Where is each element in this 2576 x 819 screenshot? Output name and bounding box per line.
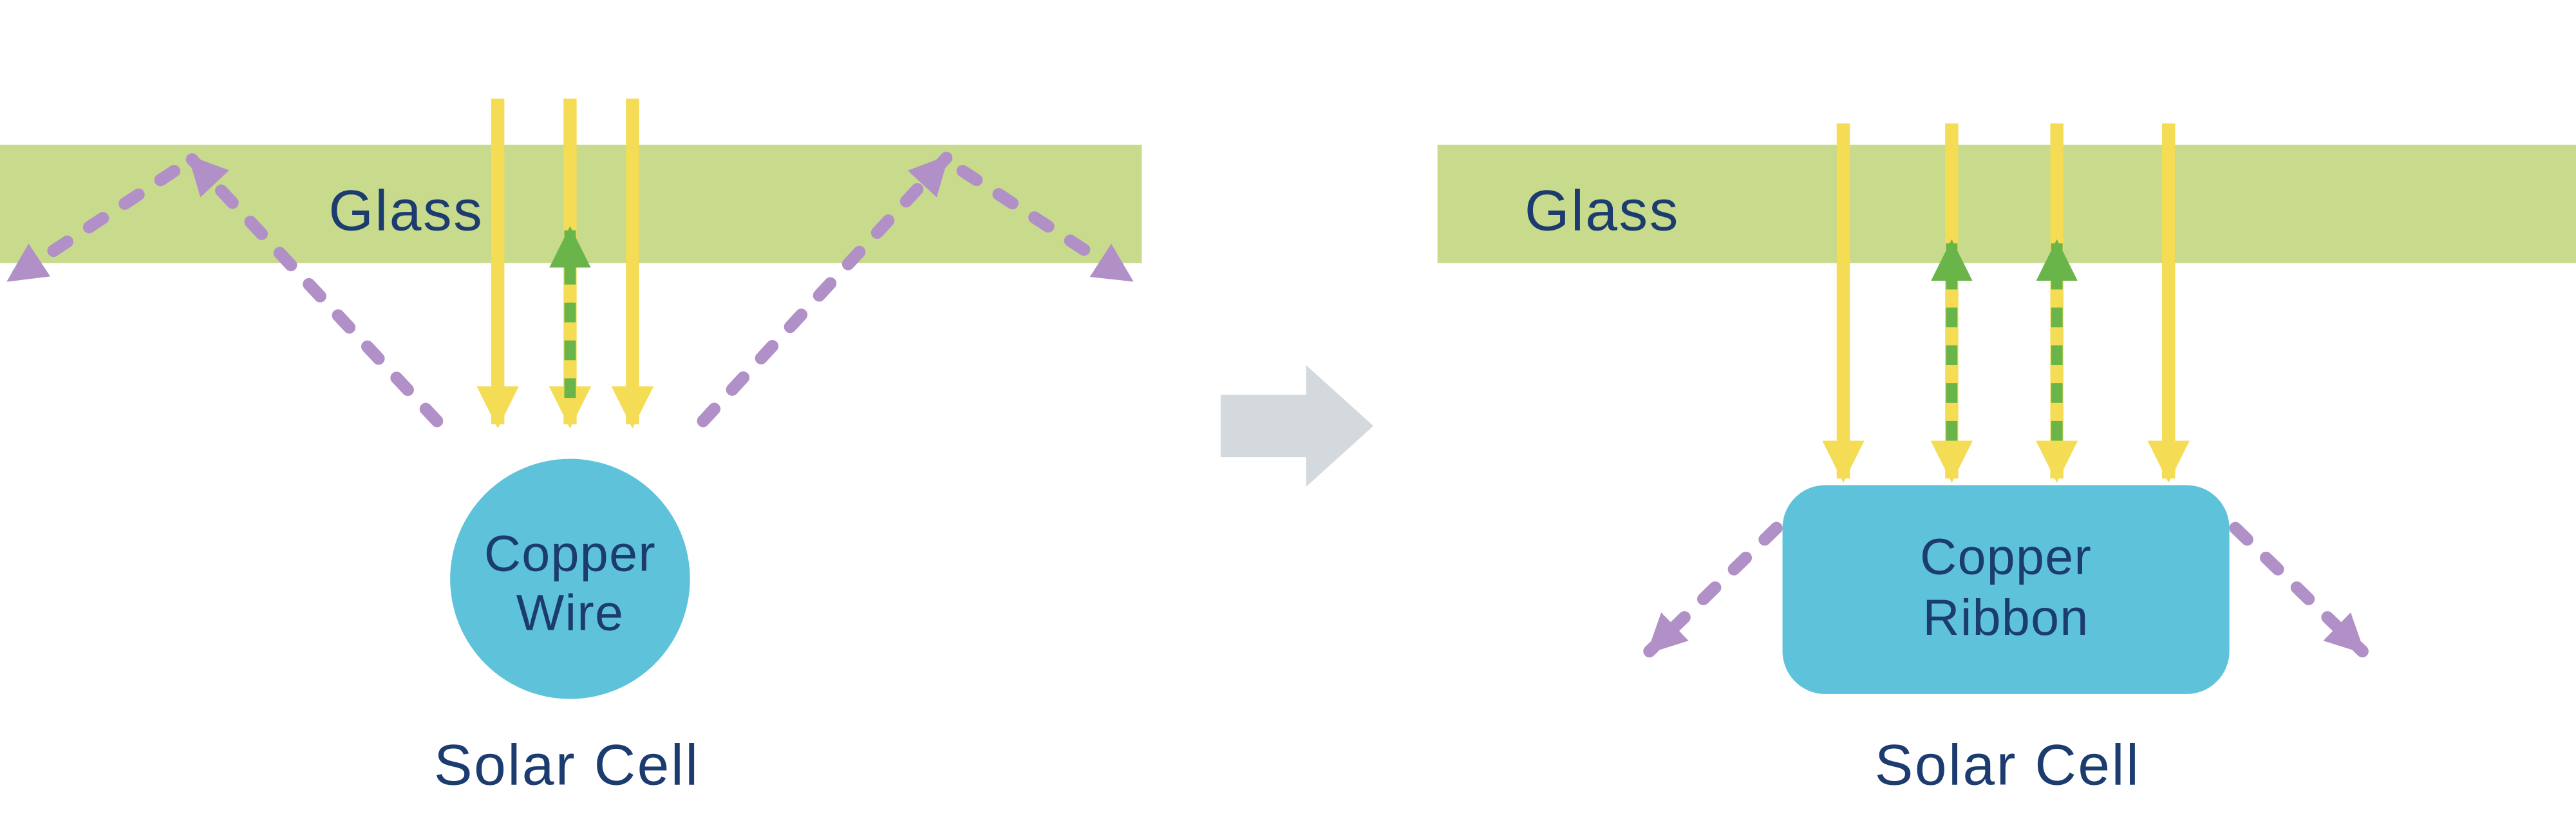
after-caption: Solar Cell	[1875, 732, 2141, 796]
glass-label: Glass	[328, 178, 484, 243]
glass-label: Glass	[1525, 178, 1680, 243]
copper-wire-label-line2: Wire	[516, 583, 625, 641]
scattered-ray-right	[2198, 492, 2369, 658]
copper-wire-label-line1: Copper	[484, 524, 656, 581]
copper-wire-shape	[450, 458, 690, 699]
scattered-ray-exit-left	[3, 165, 181, 286]
copper-ribbon-shape	[1782, 485, 2230, 694]
before-panel: Glass Copper Wire Solar Cell	[0, 99, 1142, 796]
scattered-ray-left	[1643, 492, 1814, 658]
copper-ribbon-label-line1: Copper	[1920, 527, 2092, 585]
scattered-ray-up-right	[697, 151, 953, 428]
transform-arrow-icon	[1220, 365, 1374, 487]
scattered-ray-up-left	[184, 151, 444, 428]
scattered-ray-exit-right	[956, 165, 1137, 286]
glass-layer	[1437, 144, 2576, 263]
after-panel: Glass Copper Ribbon Solar Cell	[1437, 123, 2576, 796]
copper-ribbon-label-line2: Ribbon	[1923, 588, 2089, 646]
before-caption: Solar Cell	[434, 732, 700, 796]
